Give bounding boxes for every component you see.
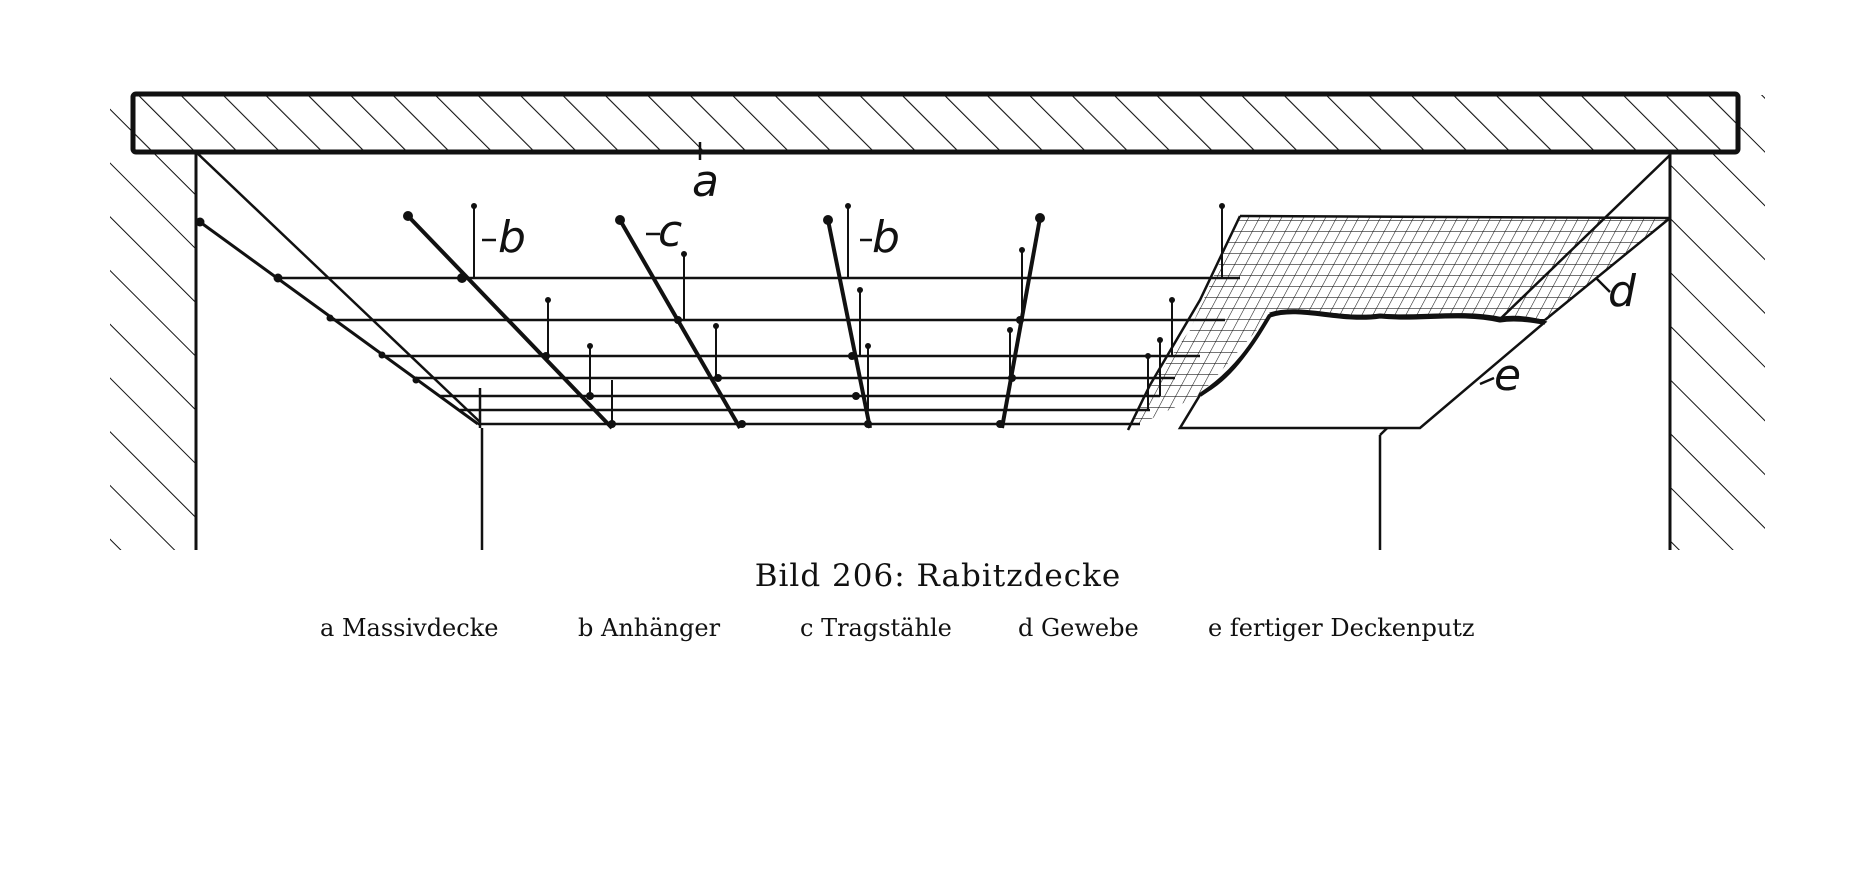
legend-item-e: e fertiger Deckenputz — [1208, 614, 1475, 642]
massive-slab — [130, 91, 1741, 155]
ceiling-suspension-wires — [195, 203, 1240, 430]
label-e-finished-plaster: e — [1494, 350, 1521, 401]
label-leaders — [482, 142, 1611, 386]
label-c-carrying-steel: c — [658, 206, 682, 257]
label-b-hanger-left: b — [498, 212, 526, 263]
legend-item-b: b Anhänger — [578, 614, 721, 642]
right-wall — [1668, 95, 1765, 550]
legend-item-d: d Gewebe — [1018, 614, 1139, 642]
legend-item-a: a Massivdecke — [320, 614, 499, 642]
label-a-massive-slab: a — [692, 156, 719, 207]
figure-legend: a Massivdecke b Anhänger c Tragstähle d … — [0, 614, 1876, 648]
label-d-mesh-fabric: d — [1608, 266, 1637, 317]
legend-item-c: c Tragstähle — [800, 614, 952, 642]
figure-caption-title: Bild 206: Rabitzdecke — [754, 558, 1122, 594]
finished-plaster — [1177, 309, 1548, 430]
label-b-hanger-center: b — [872, 212, 900, 263]
left-wall — [110, 95, 198, 550]
